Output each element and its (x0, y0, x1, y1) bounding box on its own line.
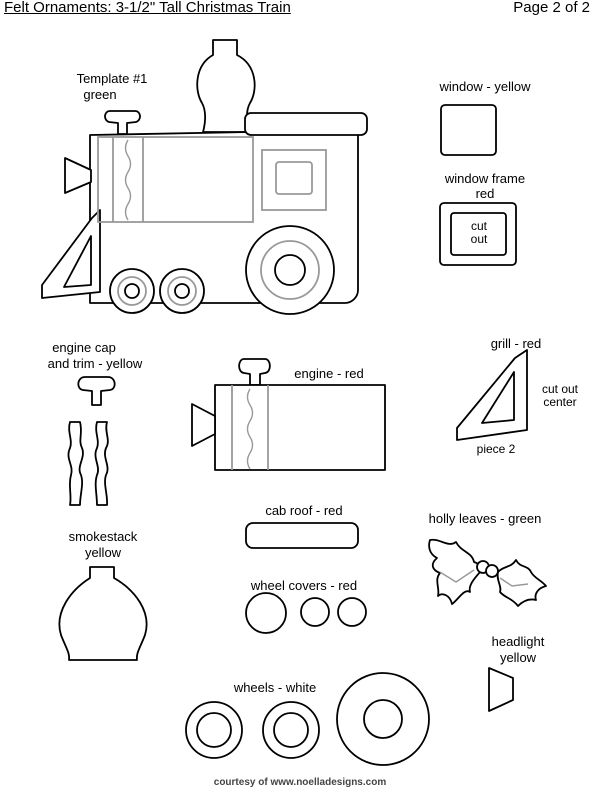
piece-label: piece 2 (476, 442, 516, 456)
headlight-piece (488, 667, 514, 712)
grill-label: grill - red (490, 336, 542, 351)
headlight-label-2: yellow (499, 650, 537, 665)
cab-roof-label: cab roof - red (265, 503, 343, 518)
engine-cap-label-1: engine cap (52, 340, 116, 355)
cut-out-text: cut out (458, 220, 500, 246)
grill-piece (456, 349, 528, 441)
cut-out-center-label: cut out center (528, 383, 592, 409)
smokestack-piece (58, 566, 148, 661)
window-frame-color: red (475, 186, 495, 201)
page-title: Felt Ornaments: 3-1/2" Tall Christmas Tr… (4, 0, 291, 16)
smokestack-label-2: yellow (84, 545, 122, 560)
holly-leaves-piece (428, 538, 547, 607)
engine-cap-piece (77, 376, 116, 406)
template-title: Template #1 (76, 71, 148, 86)
cut-out-line-1: cut out (541, 382, 579, 396)
window-frame-piece (439, 202, 517, 266)
smokestack-label-1: smokestack (68, 529, 138, 544)
footer-credit: courtesy of www.noelladesigns.com (213, 777, 387, 788)
engine-cap-label-2: and trim - yellow (47, 356, 143, 371)
window-frame-label: window frame (444, 171, 526, 186)
template-color: green (83, 87, 117, 102)
cab-roof-piece (245, 522, 359, 549)
wheel-covers-pieces (245, 592, 367, 634)
cut-out-line-2: center (543, 395, 577, 409)
wheels-label: wheels - white (233, 680, 317, 695)
holly-label: holly leaves - green (428, 511, 542, 526)
train-template (41, 39, 368, 315)
engine-trim-pieces (67, 421, 109, 506)
page-number: Page 2 of 2 (513, 0, 590, 16)
window-label: window - yellow (439, 79, 531, 94)
engine-piece (191, 358, 386, 471)
wheel-covers-label: wheel covers - red (250, 578, 358, 593)
cut-line-1: cut (470, 219, 487, 233)
headlight-label-1: headlight (491, 634, 545, 649)
engine-label: engine - red (294, 366, 364, 381)
wheels-pieces (185, 672, 430, 766)
window-piece (440, 104, 497, 156)
cut-line-2: out (470, 232, 488, 246)
